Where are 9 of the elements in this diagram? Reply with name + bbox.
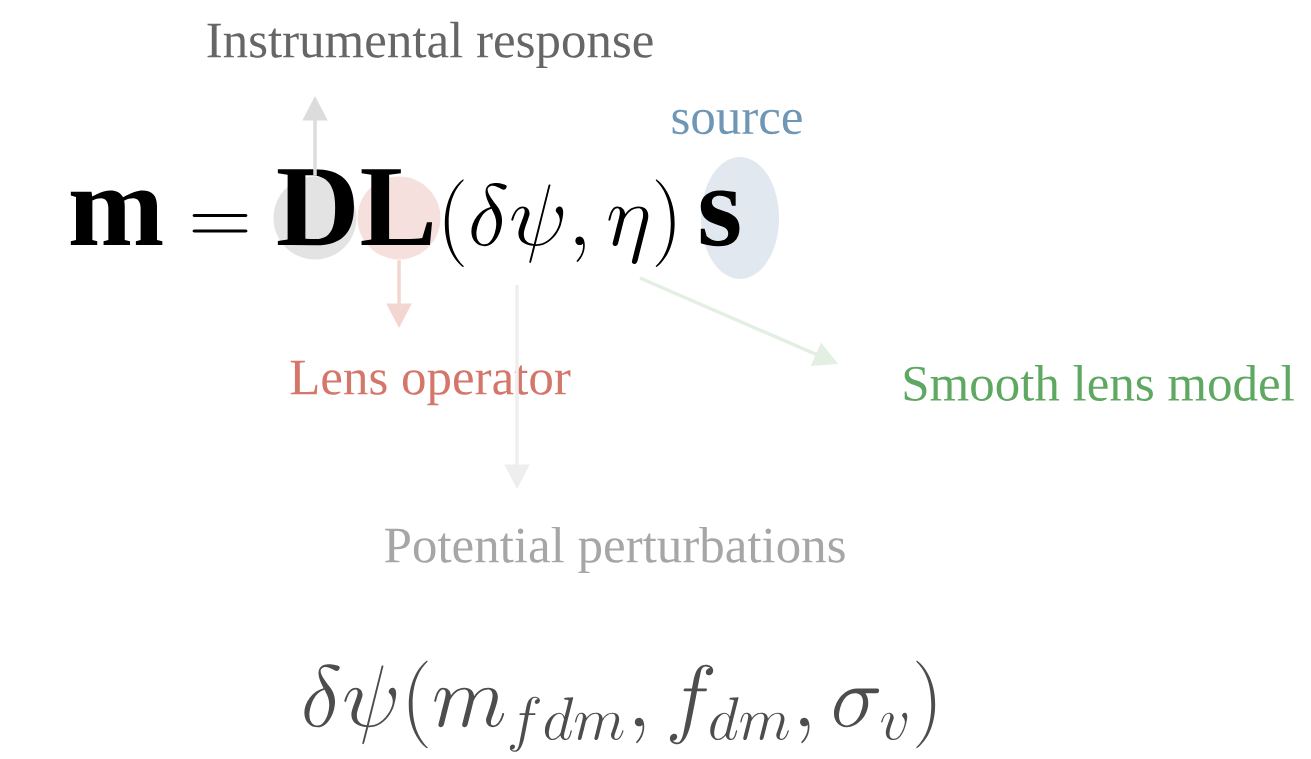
annotation-label: Potential perturbations bbox=[385, 526, 845, 574]
annotation-label: Instrumental response bbox=[207, 21, 653, 69]
highlight-circle bbox=[357, 176, 441, 260]
annotation-label: Lens operator bbox=[290, 360, 571, 406]
formula: $\delta\psi(m_{fdm}, f_{dm}, \sigma_v)$ bbox=[304, 660, 936, 752]
formula: $\mathbf{m} = \mathbf{D}\mathbf{L}(\delta\psi, \eta)\,\mathbf{s}$ bbox=[70, 169, 740, 267]
highlight-circle bbox=[273, 176, 357, 260]
annotation-label: Smooth lens model bbox=[904, 365, 1294, 401]
annotation-label: source bbox=[672, 109, 802, 135]
